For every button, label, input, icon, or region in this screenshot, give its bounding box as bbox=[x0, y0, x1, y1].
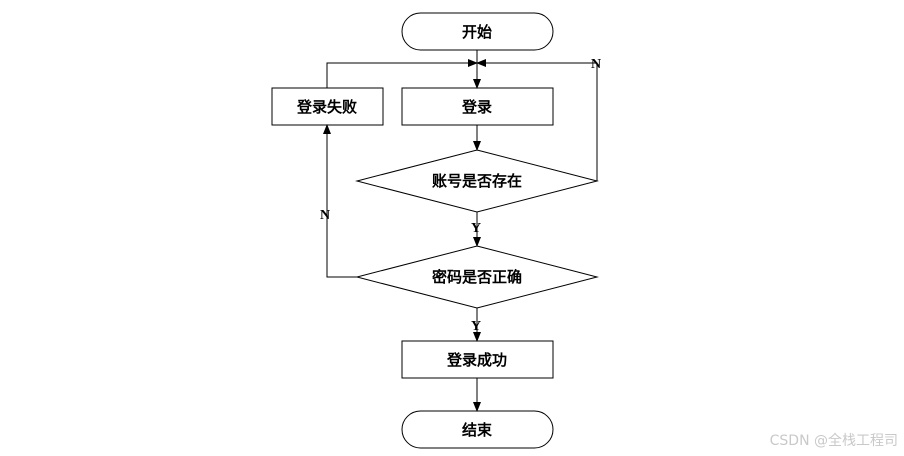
password-correct-decision: 密码是否正确 bbox=[355, 245, 599, 309]
password-yes-label: Y bbox=[471, 319, 481, 334]
login-box bbox=[401, 87, 554, 126]
start-label: 开始 bbox=[462, 23, 492, 41]
login-success-box bbox=[401, 340, 554, 379]
login-failed-node: 登录失败 bbox=[271, 87, 384, 126]
watermark: CSDN @全栈工程司 bbox=[769, 433, 898, 449]
account-exists-label: 账号是否存在 bbox=[432, 172, 522, 190]
password-no-label: N bbox=[320, 208, 330, 223]
account-yes-label: Y bbox=[471, 221, 481, 236]
login-node: 登录 bbox=[401, 87, 554, 126]
account-exists-decision: 账号是否存在 bbox=[355, 149, 599, 213]
edge-failed-to-login-loop bbox=[326, 59, 478, 88]
end-node: 结束 bbox=[401, 410, 554, 449]
edge-account-no-loop bbox=[476, 59, 598, 181]
end-label: 结束 bbox=[462, 421, 493, 439]
login-failed-label: 登录失败 bbox=[296, 98, 357, 116]
login-label: 登录 bbox=[461, 98, 492, 116]
password-correct-label: 密码是否正确 bbox=[432, 268, 522, 286]
account-no-label: N bbox=[591, 57, 601, 72]
login-success-node: 登录成功 bbox=[401, 340, 554, 379]
start-node: 开始 bbox=[401, 12, 554, 51]
login-success-label: 登录成功 bbox=[446, 351, 507, 369]
edge-password-no-to-failed bbox=[323, 124, 357, 278]
